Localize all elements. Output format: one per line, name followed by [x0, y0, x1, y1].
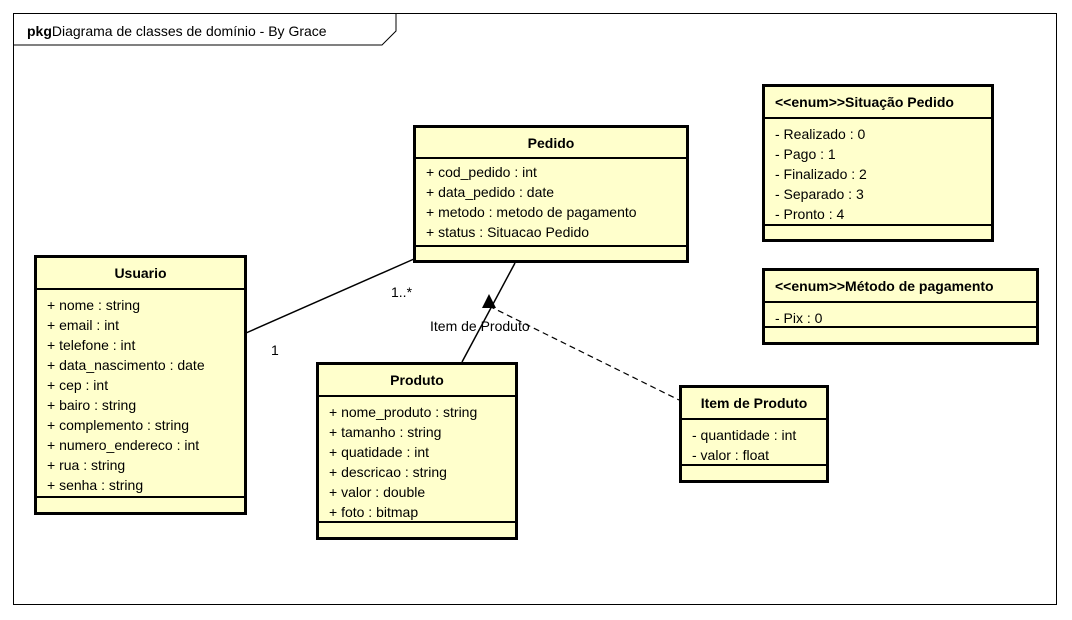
- attribute: + nome : string: [47, 297, 140, 313]
- attribute: + valor : double: [329, 484, 426, 500]
- attribute: + tamanho : string: [329, 424, 442, 440]
- enum-metodo-pagamento-values: - Pix : 0: [765, 303, 1036, 328]
- class-item-produto-attributes: - quantidade : int - valor : float: [682, 420, 826, 465]
- class-item-produto-operations: [682, 464, 826, 480]
- attribute: + cod_pedido : int: [426, 164, 537, 180]
- attribute: + status : Situacao Pedido: [426, 224, 590, 240]
- association-pedido-produto: [461, 262, 516, 363]
- enum-value: - Pix : 0: [775, 310, 823, 326]
- multiplicity-pedido: 1..*: [391, 284, 413, 300]
- package-tab: [14, 14, 397, 46]
- enum-value: - Pago : 1: [775, 146, 836, 162]
- enum-situacao-pedido-operations: [765, 224, 991, 239]
- enum-value: - Pronto : 4: [775, 206, 845, 222]
- enum-value: - Separado : 3: [775, 186, 864, 202]
- class-usuario-attributes: + nome : string + email : int + telefone…: [37, 290, 244, 495]
- attribute: + foto : bitmap: [329, 504, 419, 520]
- class-produto[interactable]: Produto + nome_produto : string + tamanh…: [316, 362, 518, 540]
- attribute: + bairo : string: [47, 397, 137, 413]
- class-usuario-operations: [37, 496, 244, 512]
- class-produto-operations: [319, 521, 515, 537]
- package-title: pkgDiagrama de classes de domínio - By G…: [27, 23, 327, 39]
- class-produto-attributes: + nome_produto : string + tamanho : stri…: [319, 397, 515, 522]
- class-usuario-name: Usuario: [37, 258, 244, 290]
- attribute: - valor : float: [692, 447, 770, 463]
- class-item-produto-name: Item de Produto: [682, 388, 826, 420]
- attribute: + email : int: [47, 317, 119, 333]
- association-usuario-pedido: [245, 258, 415, 334]
- association-label-item-produto: Item de Produto: [430, 318, 530, 334]
- class-produto-name: Produto: [319, 365, 515, 397]
- class-pedido-operations: [416, 245, 686, 260]
- enum-value: - Finalizado : 2: [775, 166, 867, 182]
- attribute: - quantidade : int: [692, 427, 797, 443]
- attribute: + rua : string: [47, 457, 126, 473]
- enum-value: - Realizado : 0: [775, 126, 866, 142]
- enum-metodo-pagamento-name: <<enum>>Método de pagamento: [765, 271, 1036, 303]
- attribute: + data_pedido : date: [426, 184, 555, 200]
- enum-metodo-pagamento-operations: [765, 326, 1036, 342]
- class-pedido[interactable]: Pedido + cod_pedido : int + data_pedido …: [413, 125, 689, 263]
- direction-triangle: [482, 294, 496, 308]
- package-frame: [13, 13, 1057, 605]
- attribute: + data_nascimento : date: [47, 357, 205, 373]
- enum-metodo-pagamento[interactable]: <<enum>>Método de pagamento - Pix : 0: [762, 268, 1039, 345]
- class-pedido-attributes: + cod_pedido : int + data_pedido : date …: [416, 159, 686, 242]
- attribute: + telefone : int: [47, 337, 136, 353]
- attribute: + descricao : string: [329, 464, 447, 480]
- attribute: + quatidade : int: [329, 444, 430, 460]
- class-item-produto[interactable]: Item de Produto - quantidade : int - val…: [679, 385, 829, 483]
- association-class-link: [488, 305, 680, 401]
- attribute: + numero_endereco : int: [47, 437, 200, 453]
- class-pedido-name: Pedido: [416, 128, 686, 159]
- attribute: + metodo : metodo de pagamento: [426, 204, 637, 220]
- enum-situacao-pedido[interactable]: <<enum>>Situação Pedido - Realizado : 0 …: [762, 84, 994, 242]
- class-usuario[interactable]: Usuario + nome : string + email : int + …: [34, 255, 247, 515]
- multiplicity-usuario: 1: [271, 342, 279, 358]
- attribute: + cep : int: [47, 377, 109, 393]
- enum-situacao-pedido-name: <<enum>>Situação Pedido: [765, 87, 991, 119]
- attribute: + senha : string: [47, 477, 144, 493]
- enum-situacao-pedido-values: - Realizado : 0 - Pago : 1 - Finalizado …: [765, 119, 991, 224]
- attribute: + complemento : string: [47, 417, 190, 433]
- attribute: + nome_produto : string: [329, 404, 478, 420]
